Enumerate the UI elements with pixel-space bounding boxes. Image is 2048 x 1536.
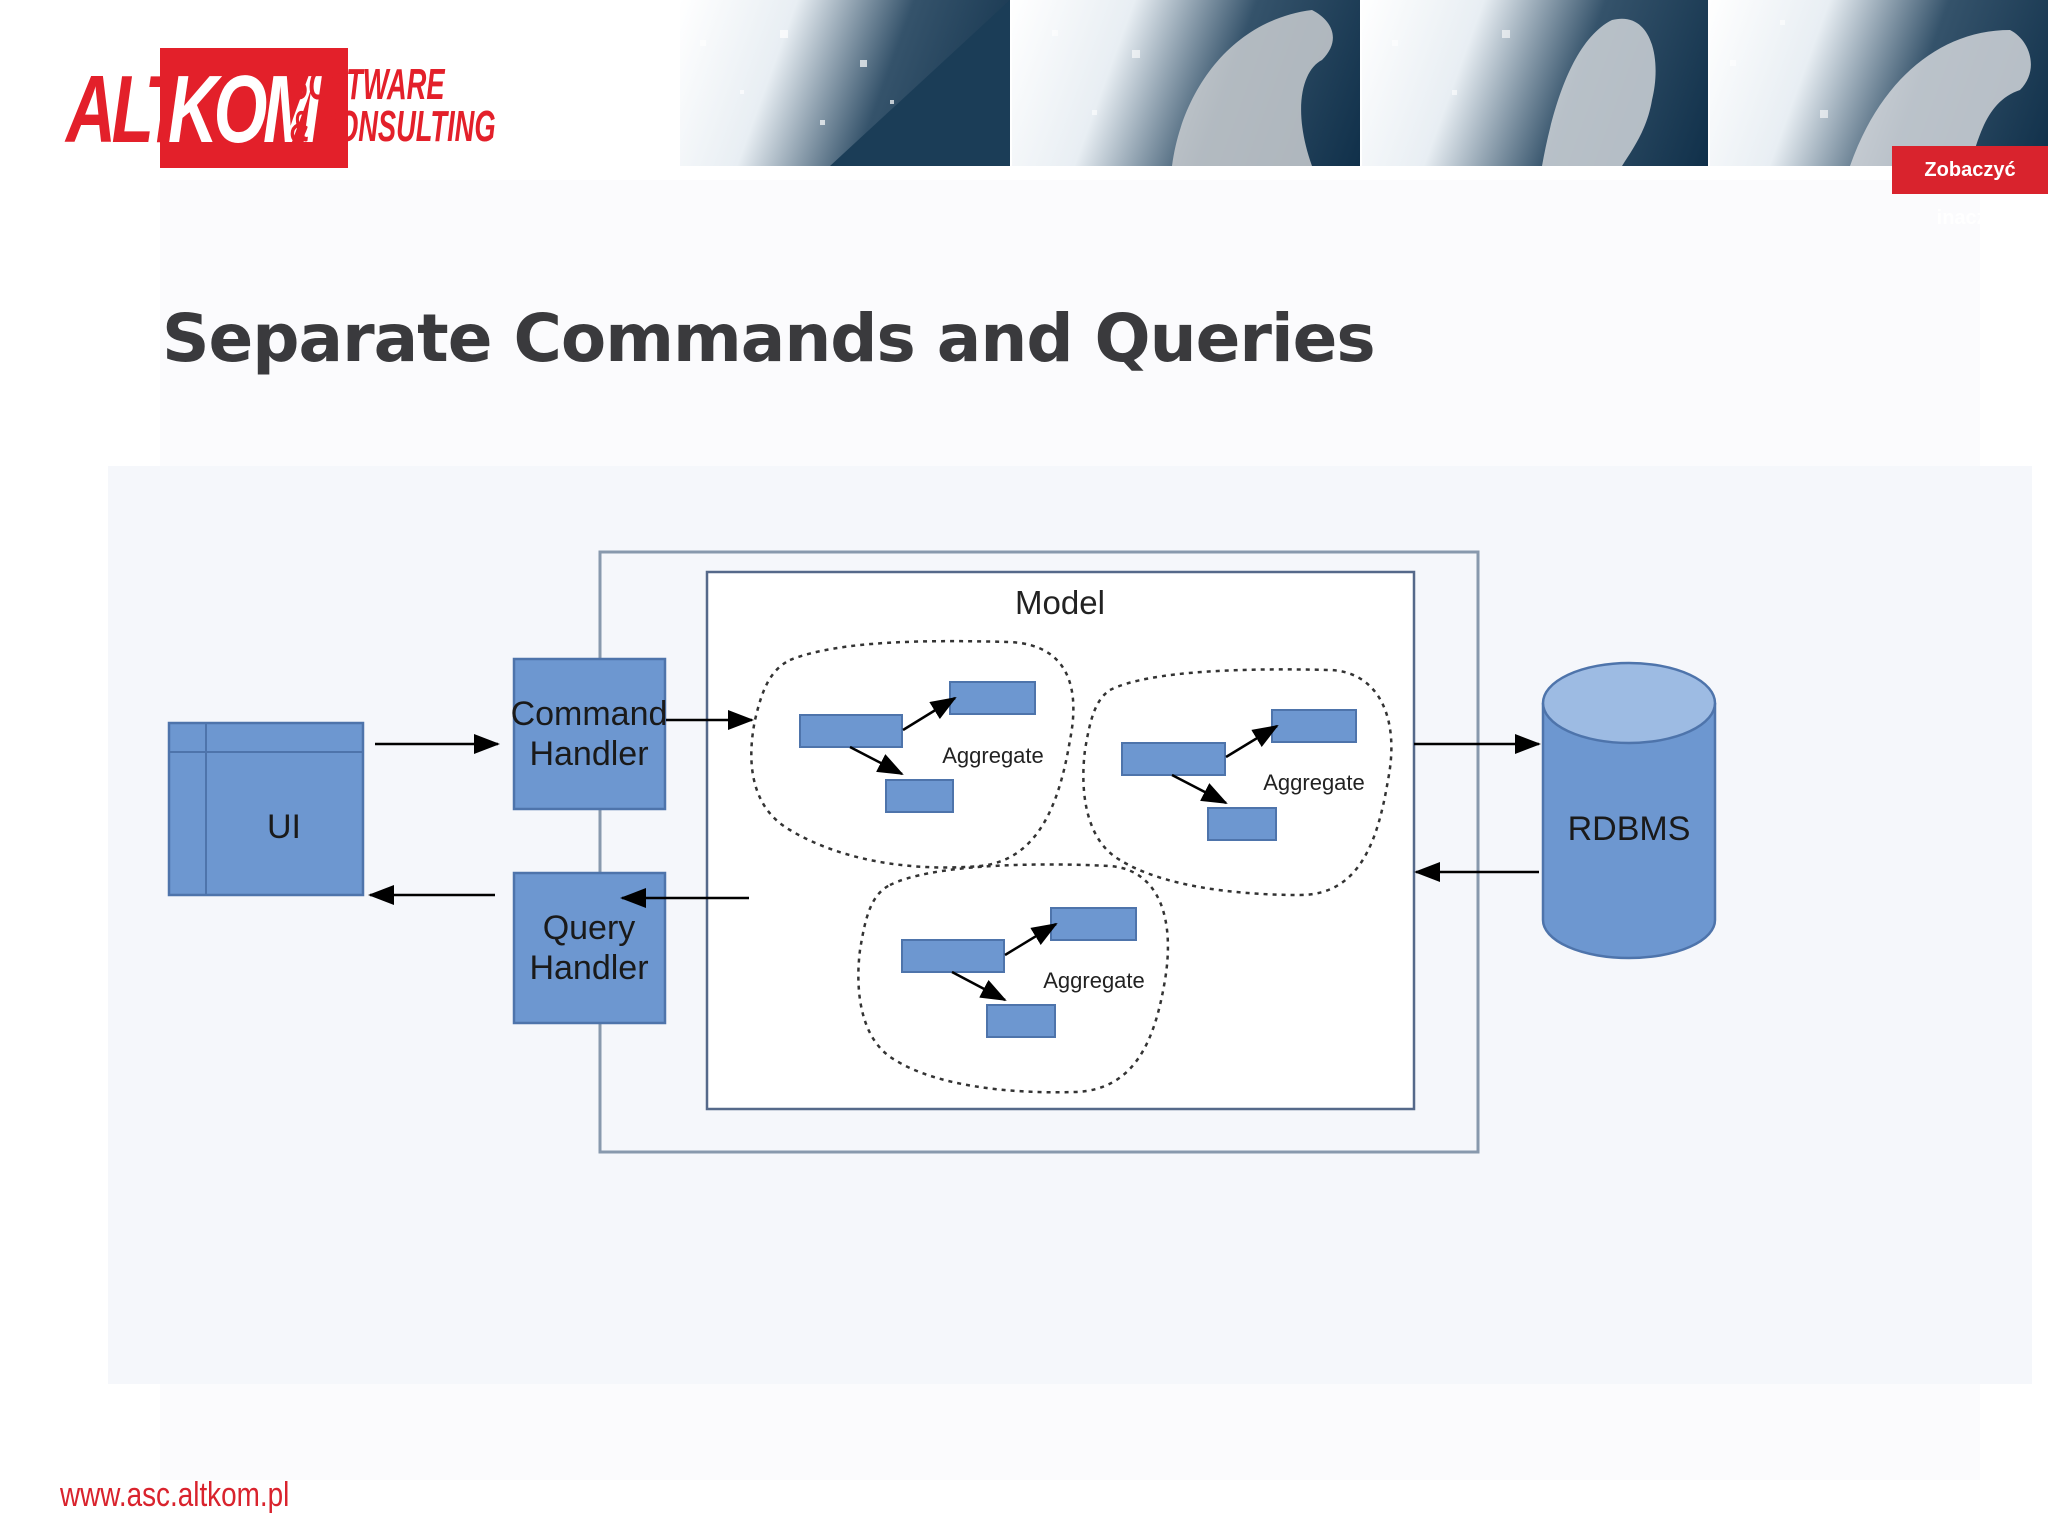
query-handler-label-2: Handler <box>529 949 648 987</box>
outer-boundary <box>598 550 1480 1154</box>
particles-icon <box>700 0 1010 166</box>
banner-image-eagle <box>1012 0 1360 166</box>
logo-tagline-line1: SOFTWARE <box>290 60 445 109</box>
logo-tagline-line2: & CONSULTING <box>290 102 496 151</box>
query-handler: Query Handler <box>512 871 667 1025</box>
aggregate-2-label: Aggregate <box>1263 770 1365 795</box>
model-box <box>705 570 1416 1111</box>
banner-image-bird <box>680 0 1010 166</box>
command-handler-label-1: Command <box>511 695 668 733</box>
banner-image-face <box>1362 0 1708 166</box>
logo-text-kom: KOM <box>168 56 321 163</box>
aggregate-2: Aggregate <box>1082 668 1393 897</box>
rdbms-label: RDBMS <box>1568 810 1691 848</box>
logo-red-block: KOM <box>160 48 348 168</box>
query-handler-label-1: Query <box>543 909 636 947</box>
banner-image-horse <box>1710 0 2048 166</box>
command-handler: Command Handler <box>511 657 668 811</box>
aggregate-3-label: Aggregate <box>1043 968 1145 993</box>
altkom-logo: ALT KOM SOFTWARE & CONSULTING <box>66 44 496 168</box>
ui-component: UI <box>167 721 365 897</box>
slide-title: Separate Commands and Queries <box>162 300 1376 377</box>
aggregate-1: Aggregate <box>750 639 1075 869</box>
rdbms-database: RDBMS <box>1541 661 1717 960</box>
aggregate-1-label: Aggregate <box>942 743 1044 768</box>
command-handler-label-2: Handler <box>529 735 648 773</box>
ui-label: UI <box>267 808 301 846</box>
footer-url[interactable]: www.asc.altkom.pl <box>60 1476 290 1514</box>
aggregate-3: Aggregate <box>857 863 1170 1094</box>
logo-tagline: SOFTWARE & CONSULTING <box>290 60 496 151</box>
banner-cta-button[interactable]: Zobaczyć inaczej <box>1892 146 2048 229</box>
model-label: Model <box>1015 584 1105 621</box>
header-banner: Zobaczyć inaczej <box>680 0 2048 229</box>
